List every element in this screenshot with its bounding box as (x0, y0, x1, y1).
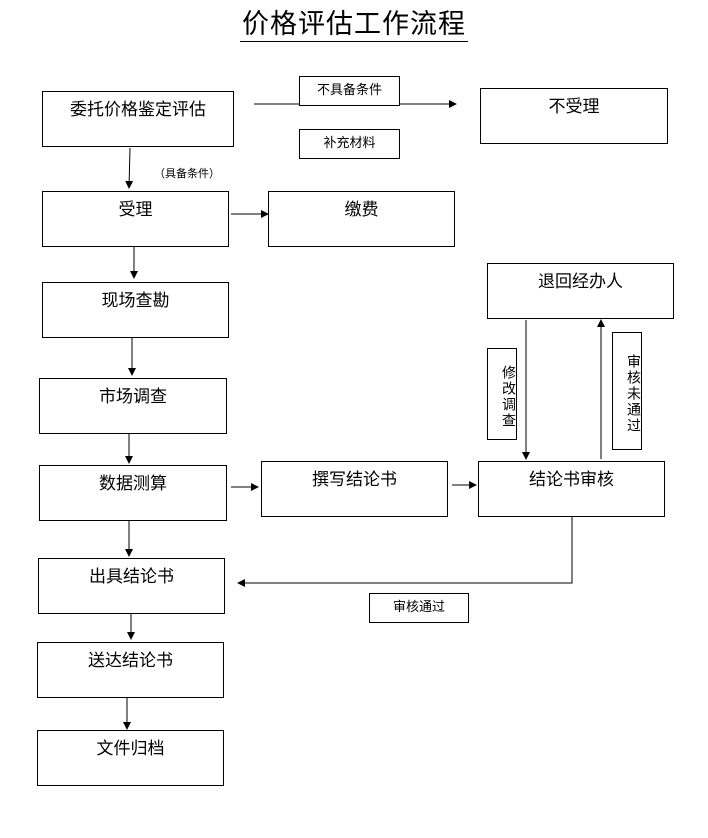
node-write: 撰写结论书 (261, 461, 448, 517)
node-reject-text: 不受理 (548, 97, 600, 117)
node-calc: 数据测算 (39, 465, 227, 521)
node-survey-text: 现场查勘 (101, 291, 170, 311)
label-qualified: （具备条件） (154, 165, 220, 181)
node-return-text: 退回经办人 (538, 272, 623, 292)
node-reject: 不受理 (480, 88, 668, 144)
node-review-text: 结论书审核 (529, 470, 614, 490)
label-supplement: 补充材料 (299, 129, 400, 159)
node-review: 结论书审核 (478, 461, 665, 517)
node-accept-text: 受理 (118, 200, 153, 220)
node-deliver: 送达结论书 (37, 642, 224, 698)
arrow-entrust-to-accept (125, 147, 134, 189)
node-market-text: 市场调查 (99, 387, 167, 407)
node-deliver-text: 送达结论书 (88, 651, 173, 671)
label-not-passed-text: 审核未通过 (625, 353, 641, 434)
node-market: 市场调查 (39, 378, 227, 434)
node-return: 退回经办人 (487, 263, 674, 319)
label-passed-text: 审核通过 (392, 600, 445, 615)
label-supplement-text: 补充材料 (323, 136, 376, 151)
label-not-qualified-text: 不具备条件 (316, 83, 382, 98)
label-revise-text: 修改调查 (500, 364, 516, 429)
node-survey: 现场查勘 (42, 282, 229, 338)
node-calc-text: 数据测算 (99, 474, 167, 494)
node-issue-text: 出具结论书 (89, 567, 174, 587)
label-qualified-text: （具备条件） (154, 167, 220, 180)
node-payment-text: 缴费 (344, 200, 379, 220)
node-issue: 出具结论书 (38, 558, 225, 614)
title-text: 价格评估工作流程 (240, 9, 468, 42)
node-write-text: 撰写结论书 (312, 470, 397, 490)
arrow-review-to-issue (237, 516, 573, 587)
label-not-passed: 审核未通过 (612, 332, 642, 450)
node-archive-text: 文件归档 (96, 739, 165, 759)
node-entrust-text: 委托价格鉴定评估 (70, 100, 206, 120)
node-entrust: 委托价格鉴定评估 (42, 91, 234, 147)
node-accept: 受理 (42, 191, 229, 247)
label-not-qualified: 不具备条件 (299, 76, 400, 106)
node-payment: 缴费 (268, 191, 455, 247)
label-revise: 修改调查 (487, 348, 517, 440)
page-title: 价格评估工作流程 (0, 2, 708, 42)
label-passed: 审核通过 (369, 593, 469, 623)
node-archive: 文件归档 (37, 730, 224, 786)
